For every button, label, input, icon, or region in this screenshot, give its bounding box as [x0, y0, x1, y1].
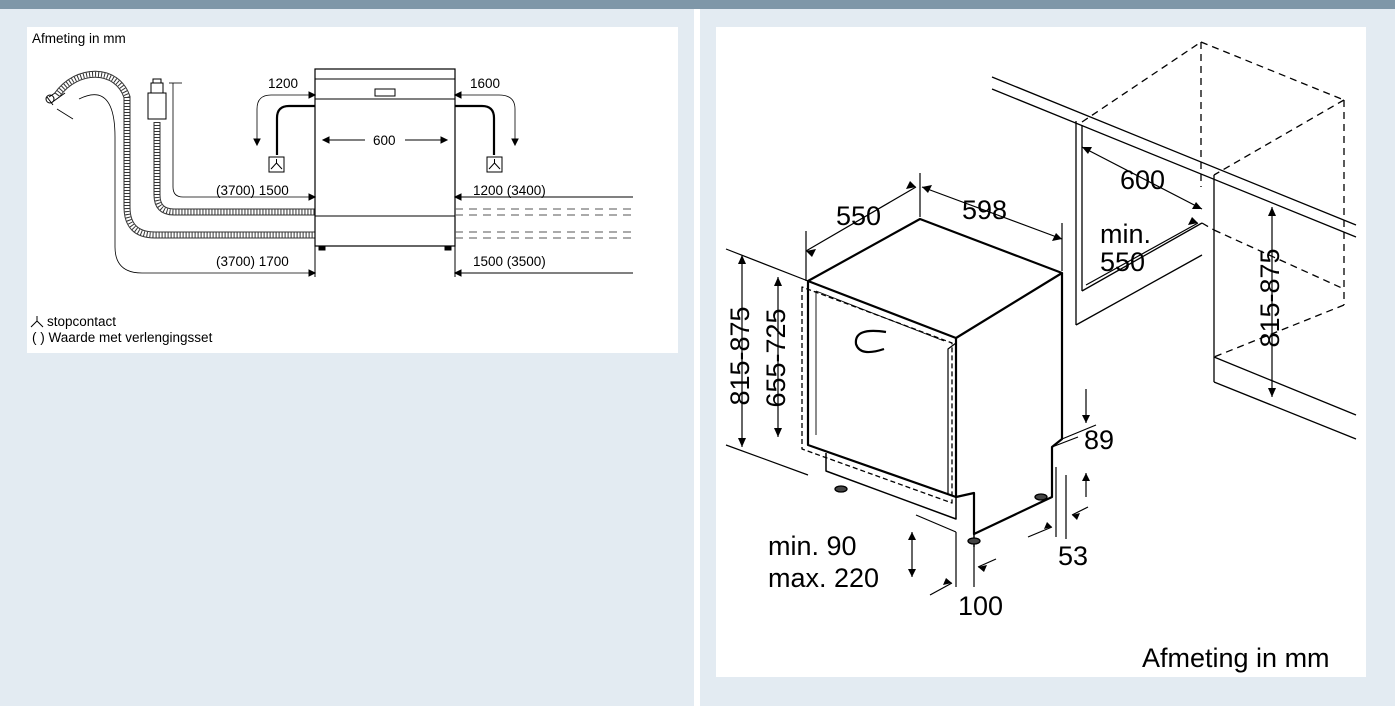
- dim-width: 598: [962, 195, 1008, 225]
- legend-extension: ( ) Waarde met verlengingsset: [32, 330, 213, 345]
- dim-row1-right: 1200 (3400): [473, 183, 546, 198]
- dim-top-right: 1600: [470, 76, 501, 91]
- dim-plinth-min: min. 90: [768, 531, 857, 561]
- connection-diagram-panel: Afmeting in mm 1200 1600 600 (3700) 1500…: [27, 27, 678, 353]
- valve-icon: [147, 78, 167, 120]
- dim-niche-width: 600: [1120, 165, 1166, 195]
- dim-row1-left: (3700) 1500: [216, 183, 289, 198]
- foot-icon: [967, 537, 981, 545]
- door-handle: [854, 329, 887, 354]
- niche-cabinet: [1075, 121, 1357, 440]
- dim-niche-height: 815-875: [1255, 248, 1285, 348]
- countertop: [991, 76, 1357, 238]
- dim-foot-depth: 53: [1058, 541, 1089, 571]
- installation-drawing-panel: 550 598 600 min. 550 815-875 815-875 655…: [716, 27, 1366, 677]
- dim-depth: 550: [836, 201, 882, 231]
- diagram-title: Afmeting in mm: [32, 31, 126, 46]
- dim-row2-left: (3700) 1700: [216, 254, 289, 269]
- dim-width: 600: [373, 133, 396, 148]
- drawing-caption: Afmeting in mm: [1142, 643, 1330, 673]
- connection-diagram: [30, 68, 633, 328]
- dim-plinth-depth: 100: [958, 591, 1004, 621]
- socket-icon-left: [268, 156, 285, 173]
- dim-foot-height: 89: [1084, 425, 1115, 455]
- panel-divider: [694, 9, 700, 706]
- dishwasher-front: [314, 68, 456, 251]
- top-bar: [0, 0, 1395, 9]
- niche-outline-dashed: [1081, 41, 1345, 358]
- dim-niche-depth-min: min.: [1100, 219, 1152, 249]
- legend-socket: stopcontact: [47, 314, 117, 329]
- socket-icon-right: [486, 156, 503, 173]
- foot-icon: [834, 485, 848, 493]
- inlet-hose: [54, 70, 315, 239]
- dim-plinth-max: max. 220: [768, 563, 880, 593]
- dim-row2-right: 1500 (3500): [473, 254, 546, 269]
- foot-icon: [1034, 493, 1048, 501]
- installation-drawing: [725, 41, 1357, 596]
- socket-legend-icon: [30, 316, 44, 328]
- dim-door-height: 655-725: [761, 308, 791, 408]
- drain-hose: [153, 122, 315, 216]
- dim-total-height: 815-875: [725, 306, 755, 406]
- dim-niche-depth-value: 550: [1100, 247, 1146, 277]
- dim-top-left: 1200: [268, 76, 299, 91]
- dishwasher-body: [806, 217, 1064, 536]
